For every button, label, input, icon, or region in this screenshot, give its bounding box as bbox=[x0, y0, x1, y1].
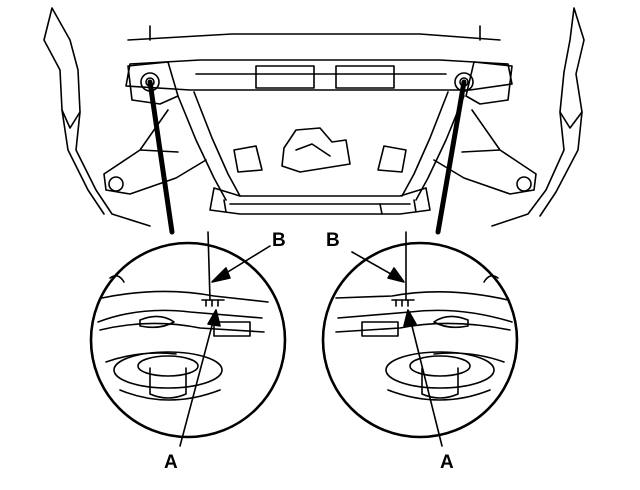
callout-arrow-right-b bbox=[351, 251, 405, 283]
callout-arrow-left-b bbox=[211, 245, 271, 283]
front-subframe bbox=[103, 59, 537, 215]
detail-view-right bbox=[321, 231, 519, 439]
detail-view-left bbox=[89, 231, 287, 439]
callout-label-right-b: B bbox=[326, 230, 340, 251]
vehicle-body-outline bbox=[43, 7, 585, 227]
callout-label-left-b: B bbox=[272, 230, 286, 251]
detail-leader-right bbox=[435, 79, 467, 235]
detail-leader-left bbox=[147, 79, 175, 235]
callout-label-left-a: A bbox=[164, 452, 178, 473]
callout-arrow-left-a bbox=[179, 309, 221, 447]
callout-arrow-right-a bbox=[403, 309, 443, 447]
callout-label-right-a: A bbox=[440, 452, 454, 473]
